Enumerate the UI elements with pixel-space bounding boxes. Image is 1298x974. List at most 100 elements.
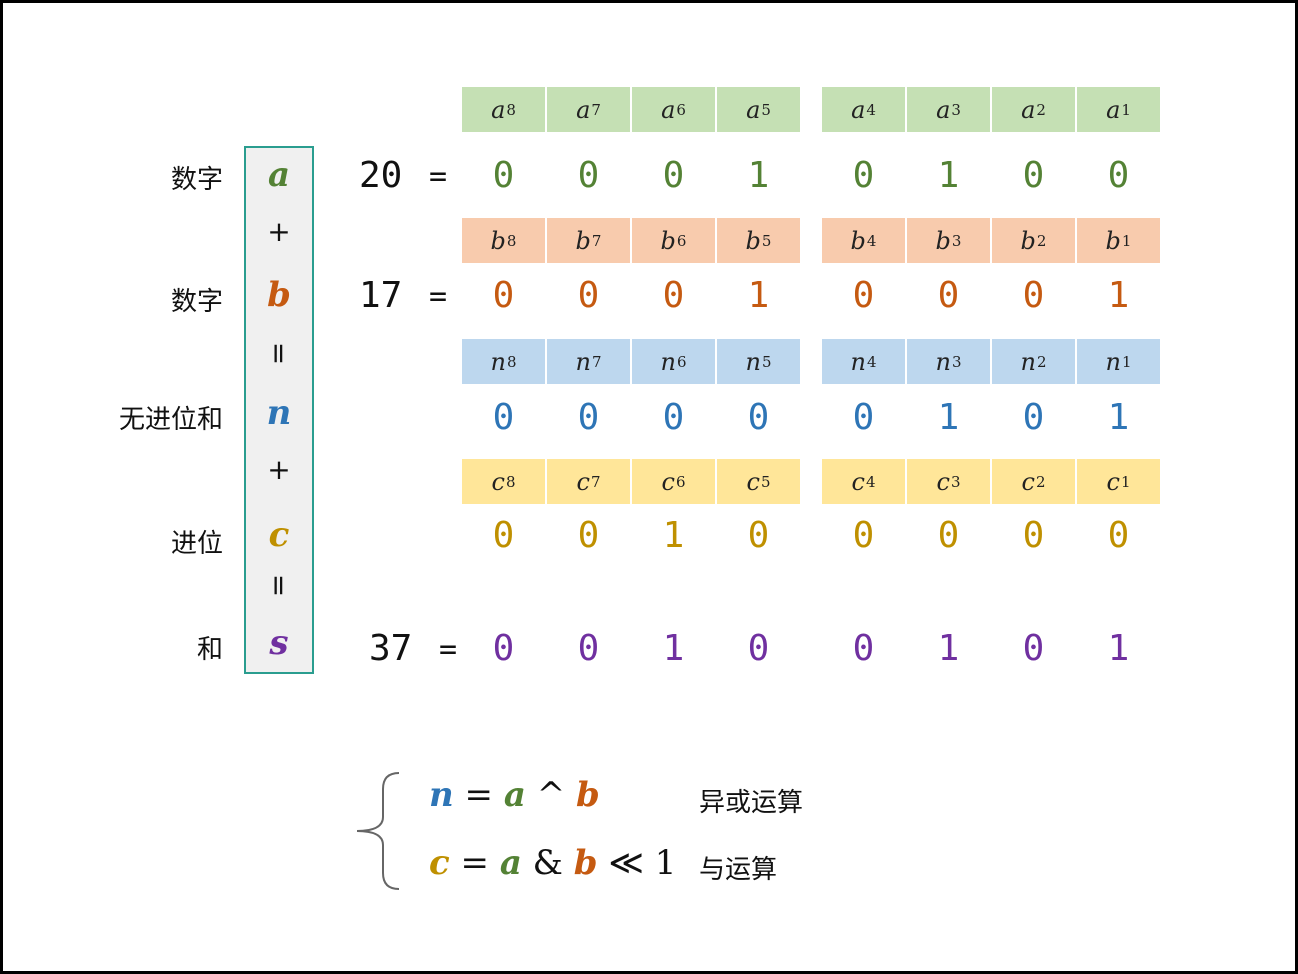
symbol-column-box	[244, 146, 314, 674]
bit-header-var: a	[936, 95, 951, 124]
formula-and-description: 与运算	[699, 855, 778, 885]
equals-sign-b: =	[429, 279, 448, 314]
bit-header-var: b	[575, 226, 591, 255]
bit-value-c-2: 0	[1022, 515, 1045, 556]
bit-header-var: c	[851, 467, 865, 496]
bit-header-subscript: 1	[1121, 352, 1132, 371]
formula-xor-b: b	[576, 775, 600, 815]
label-number-b: 数字	[170, 287, 223, 317]
formula-and-op: &	[532, 843, 563, 883]
bit-header-subscript: 4	[866, 231, 877, 250]
bit-value-c-5: 0	[747, 515, 770, 556]
bit-header-var: c	[661, 467, 675, 496]
bit-header-subscript: 3	[950, 472, 961, 491]
label-number-a: 数字	[170, 165, 223, 195]
bit-value-a-4: 0	[852, 155, 875, 196]
bit-header-subscript: 5	[761, 231, 772, 250]
bit-header-var: n	[745, 347, 761, 376]
bit-value-s-7: 0	[577, 628, 600, 669]
bit-header-var: b	[850, 226, 866, 255]
bit-header-var: n	[1105, 347, 1121, 376]
formula-xor-description: 异或运算	[699, 788, 804, 818]
bit-header-subscript: 8	[505, 472, 516, 491]
bit-header-subscript: 5	[761, 352, 772, 371]
formula-xor-lhs: n	[429, 775, 454, 815]
label-carry: 进位	[170, 529, 223, 559]
bit-value-a-7: 0	[577, 155, 600, 196]
bit-header-var: a	[1021, 95, 1036, 124]
bit-value-n-8: 0	[492, 397, 515, 438]
bit-header-subscript: 3	[951, 100, 961, 119]
bit-header-subscript: 1	[1121, 100, 1131, 119]
bit-value-n-3: 1	[937, 397, 960, 438]
bit-value-s-4: 0	[852, 628, 875, 669]
decimal-a: 20	[359, 155, 403, 196]
bit-header-var: a	[576, 95, 591, 124]
bit-value-a-2: 0	[1022, 155, 1045, 196]
bit-header-var: n	[935, 347, 951, 376]
symbol-c: c	[268, 515, 290, 555]
bit-value-b-3: 0	[937, 275, 960, 316]
decimal-s: 37	[369, 628, 413, 669]
bit-header-var: n	[850, 347, 866, 376]
bit-value-a-1: 0	[1107, 155, 1130, 196]
bit-value-c-3: 0	[937, 515, 960, 556]
symbol-b: b	[267, 275, 291, 315]
bit-header-subscript: 6	[676, 231, 687, 250]
equals-operator-2: =	[262, 573, 296, 598]
bit-header-subscript: 5	[761, 100, 771, 119]
formula-xor-a: a	[503, 775, 526, 815]
formula-xor-equals: =	[464, 775, 494, 815]
symbol-n: n	[266, 393, 292, 433]
bit-value-n-4: 0	[852, 397, 875, 438]
bit-value-s-1: 1	[1107, 628, 1130, 669]
bit-value-c-6: 1	[662, 515, 685, 556]
bit-header-var: c	[936, 467, 950, 496]
bit-value-b-1: 1	[1107, 275, 1130, 316]
bit-header-subscript: 5	[760, 472, 771, 491]
bit-header-subscript: 7	[591, 352, 602, 371]
bit-header-var: n	[575, 347, 591, 376]
bit-value-b-7: 0	[577, 275, 600, 316]
bit-value-s-8: 0	[492, 628, 515, 669]
bit-header-subscript: 7	[590, 472, 601, 491]
bit-header-var: n	[1020, 347, 1036, 376]
bit-header-var: c	[1106, 467, 1120, 496]
bit-header-var: n	[490, 347, 506, 376]
formula-xor-op: ^	[536, 775, 566, 815]
bit-header-var: b	[1020, 226, 1036, 255]
bit-header-subscript: 4	[865, 472, 876, 491]
bit-value-s-3: 1	[937, 628, 960, 669]
bit-header-var: a	[661, 95, 676, 124]
symbol-a: a	[267, 155, 291, 195]
bit-value-n-1: 1	[1107, 397, 1130, 438]
bit-value-s-5: 0	[747, 628, 770, 669]
bit-header-subscript: 6	[676, 352, 687, 371]
bit-value-c-1: 0	[1107, 515, 1130, 556]
bit-value-b-8: 0	[492, 275, 515, 316]
bit-header-var: a	[1106, 95, 1121, 124]
bit-header-subscript: 2	[1035, 472, 1046, 491]
formula-and-a: a	[499, 843, 522, 883]
bit-value-b-6: 0	[662, 275, 685, 316]
